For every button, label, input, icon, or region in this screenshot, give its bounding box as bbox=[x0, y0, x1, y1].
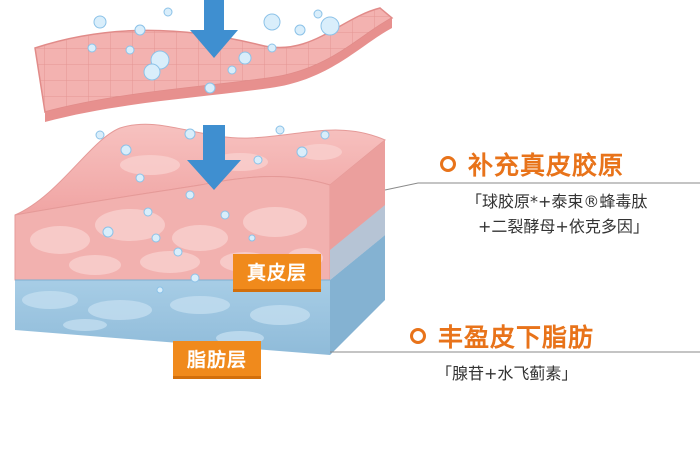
benefit-ingredients-fat: 「腺苷+水飞蓟素」 bbox=[436, 361, 577, 386]
benefit-heading-dermis: 补充真皮胶原 bbox=[440, 146, 624, 182]
down-arrow-icon bbox=[190, 0, 238, 58]
benefit-heading-text: 丰盈皮下脂肪 bbox=[438, 323, 595, 352]
benefit-ingredients-dermis: 「球胶原*+泰束®蜂毒肽 +二裂酵母+依克多因」 bbox=[466, 189, 649, 239]
benefit-heading-fat: 丰盈皮下脂肪 bbox=[410, 318, 594, 354]
down-arrow-icon bbox=[187, 125, 241, 190]
ingredient-line: +二裂酵母+依克多因」 bbox=[478, 217, 649, 236]
bullet-ring-icon bbox=[440, 156, 456, 172]
connector-line-dermis bbox=[384, 182, 700, 191]
benefit-heading-text: 补充真皮胶原 bbox=[468, 151, 625, 180]
epidermis-sheet bbox=[34, 7, 394, 122]
dermis-layer-label: 真皮层 bbox=[233, 254, 322, 289]
ingredient-line: 「球胶原*+泰束®蜂毒肽 bbox=[466, 192, 648, 211]
bullet-ring-icon bbox=[410, 328, 426, 344]
fat-layer-label: 脂肪层 bbox=[173, 341, 262, 376]
molecule-bubbles bbox=[87, 7, 340, 294]
ingredient-line: 「腺苷+水飞蓟素」 bbox=[436, 364, 578, 383]
skin-block bbox=[14, 123, 386, 355]
